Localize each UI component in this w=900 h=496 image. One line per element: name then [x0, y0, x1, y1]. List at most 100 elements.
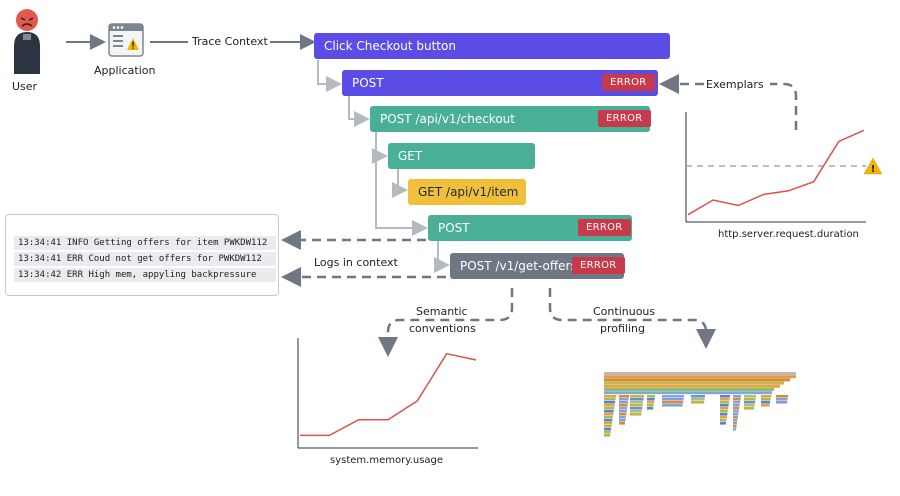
semantic-arrow — [378, 288, 514, 357]
span-label: Click Checkout button — [324, 39, 456, 53]
flame-frame — [604, 395, 616, 398]
flame-frame — [604, 425, 612, 428]
error-badge: ERROR — [598, 110, 651, 127]
flame-frame — [604, 384, 780, 388]
duration-series-line — [687, 129, 865, 216]
flame-frame — [647, 401, 655, 404]
flamegraph — [604, 372, 796, 437]
flame-frame — [647, 404, 654, 407]
flame-frame — [720, 410, 728, 413]
log-panel: 13:34:41 INFO Getting offers for item PW… — [5, 214, 279, 296]
warning-icon: ! — [863, 157, 883, 175]
flame-frame — [647, 407, 654, 410]
flame-frame — [604, 416, 613, 419]
flame-frame — [733, 413, 739, 416]
flame-frame — [761, 401, 771, 404]
flame-frame — [761, 398, 771, 401]
flame-frame — [720, 419, 727, 422]
flame-frame — [733, 410, 739, 413]
span-bar[interactable]: POST ERROR — [342, 70, 658, 96]
span-bar[interactable]: Click Checkout button — [314, 33, 670, 59]
flame-frame — [720, 401, 730, 404]
memory-chart-caption: system.memory.usage — [330, 455, 444, 466]
flame-frame — [604, 388, 774, 391]
flame-frame — [630, 407, 643, 410]
span-bar[interactable]: POST ERROR — [428, 215, 632, 241]
semantic-label-line1: Semantic — [416, 305, 468, 318]
flame-frame — [733, 416, 738, 419]
span-bar[interactable]: POST /v1/get-offers ERROR — [450, 253, 625, 279]
flame-frame — [720, 413, 728, 416]
flame-frame — [720, 395, 730, 398]
span-label: GET — [398, 149, 423, 163]
flame-frame — [662, 395, 684, 398]
flame-frame — [630, 401, 644, 404]
flame-frame — [662, 401, 684, 404]
flame-frame — [744, 395, 756, 398]
memory-series-line — [300, 352, 477, 437]
flame-frame — [720, 416, 727, 419]
flame-frame — [619, 395, 629, 398]
flame-frame — [776, 398, 788, 401]
span-bar[interactable]: GET /api/v1/item — [408, 179, 526, 205]
flame-frame — [761, 404, 770, 407]
duration-chart-caption: http.server.request.duration — [718, 229, 859, 240]
profiling-label-line1: Continuous — [593, 305, 656, 318]
flame-frame — [630, 413, 642, 416]
log-line: 13:34:41 INFO Getting offers for item PW… — [14, 236, 276, 250]
flame-frame — [733, 419, 738, 422]
span-connector — [392, 168, 408, 198]
flame-frame — [604, 428, 612, 431]
log-line: 13:34:42 ERR High mem, appyling backpres… — [14, 268, 276, 282]
span-label: GET /api/v1/item — [418, 185, 519, 199]
flame-frame — [733, 398, 741, 401]
flame-frame — [733, 401, 741, 404]
span-bar[interactable]: POST /api/v1/checkout ERROR — [370, 106, 651, 132]
flame-frame — [647, 398, 655, 401]
flame-frame — [619, 410, 627, 413]
flame-frame — [776, 395, 788, 398]
profiling-arrow — [548, 288, 716, 349]
span-bar[interactable]: GET — [388, 143, 535, 169]
flame-frame — [720, 398, 730, 401]
flame-frame — [720, 422, 726, 425]
flame-frame — [761, 395, 771, 398]
exemplars-label: Exemplars — [706, 78, 764, 91]
flame-frame — [630, 395, 644, 398]
flame-frame — [733, 407, 740, 410]
flame-frame — [691, 401, 705, 404]
error-badge: ERROR — [578, 219, 631, 236]
flame-frame — [619, 413, 627, 416]
logs-in-context-label: Logs in context — [314, 256, 398, 269]
flame-frame — [604, 372, 796, 375]
memory-chart — [297, 338, 478, 449]
flame-frame — [604, 404, 615, 407]
log-line: 13:34:41 ERR Coud not get offers for PWK… — [14, 252, 276, 266]
flame-frame — [630, 404, 643, 407]
span-label: POST /api/v1/checkout — [380, 112, 515, 126]
flame-frame — [733, 428, 737, 431]
duration-chart: ! — [685, 112, 883, 223]
flame-frame — [619, 416, 626, 419]
flame-frame — [604, 391, 772, 395]
span-connector — [434, 241, 450, 273]
profiling-label-line2: profiling — [600, 322, 645, 335]
trace-context-label: Trace Context — [192, 35, 268, 48]
user-icon — [10, 6, 44, 74]
application-label: Application — [94, 64, 156, 77]
application-icon — [108, 22, 144, 58]
span-connector — [372, 132, 388, 164]
flame-frame — [691, 398, 705, 401]
error-badge: ERROR — [572, 257, 625, 274]
flame-frame — [604, 378, 790, 382]
flame-frame — [604, 410, 614, 413]
flame-frame — [744, 401, 756, 404]
flame-frame — [619, 398, 629, 401]
semantic-label-line2: conventions — [409, 322, 476, 335]
span-connector — [375, 156, 428, 236]
flame-frame — [619, 419, 626, 422]
flame-frame — [604, 401, 616, 404]
flame-frame — [604, 434, 611, 437]
flame-frame — [619, 401, 629, 404]
flame-frame — [744, 404, 755, 407]
